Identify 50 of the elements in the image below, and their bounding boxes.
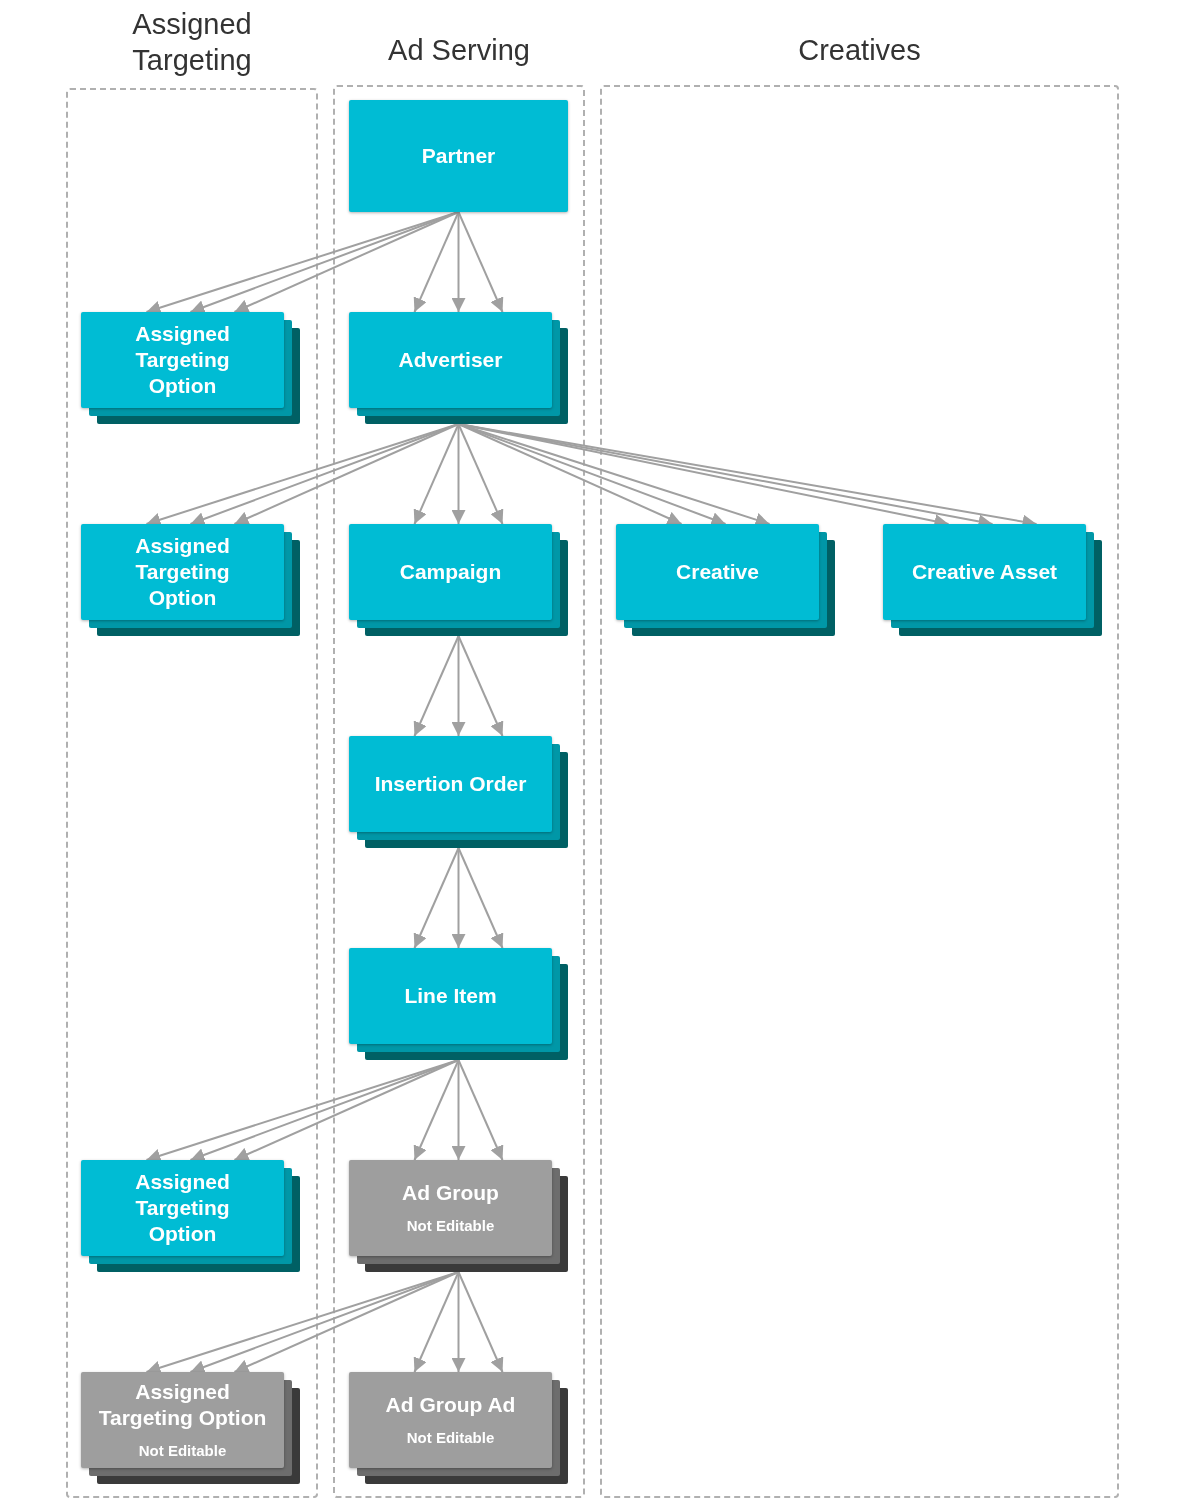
- group-title: Creatives: [797, 33, 922, 68]
- entity-box: [349, 100, 568, 212]
- entity-name: Insertion Order: [373, 771, 528, 797]
- arrow: [413, 1271, 460, 1373]
- stacked-entity-box: [81, 1372, 300, 1484]
- stacked-entity-box: [349, 524, 568, 636]
- entity-name: Line Item: [403, 983, 498, 1009]
- arrow: [413, 1059, 460, 1161]
- entity-name: Ad Group Ad: [384, 1392, 517, 1418]
- group-title: Ad Serving: [387, 33, 531, 68]
- arrow: [457, 635, 504, 737]
- status-note: Not Editable: [138, 1441, 227, 1461]
- stacked-entity-box: [349, 736, 568, 848]
- entity-name: Advertiser: [397, 347, 504, 373]
- stacked-entity-box: [349, 1372, 568, 1484]
- status-note: Not Editable: [406, 1216, 495, 1236]
- arrow: [457, 1059, 504, 1161]
- arrow: [413, 423, 460, 525]
- arrow: [457, 211, 504, 313]
- stacked-entity-box: [349, 948, 568, 1060]
- entity-name: Campaign: [398, 559, 503, 585]
- entity-name: Assigned Targeting Option: [134, 1169, 231, 1247]
- entity-name: Assigned Targeting Option: [134, 533, 231, 611]
- arrow: [451, 211, 466, 313]
- arrow: [457, 847, 504, 949]
- arrow: [451, 635, 466, 737]
- arrow: [451, 1271, 466, 1373]
- arrow: [457, 1271, 504, 1373]
- stacked-entity-box: [81, 1160, 300, 1272]
- stacked-entity-box: [81, 312, 300, 424]
- stacked-entity-box: [883, 524, 1102, 636]
- stacked-entity-box: [349, 312, 568, 424]
- entity-name: Assigned Targeting Option: [134, 321, 231, 399]
- arrow: [451, 847, 466, 949]
- arrow: [413, 635, 460, 737]
- arrow: [413, 847, 460, 949]
- arrow: [457, 423, 504, 525]
- arrow: [413, 211, 460, 313]
- entity-name: Ad Group: [401, 1180, 500, 1206]
- stacked-entity-box: [616, 524, 835, 636]
- stacked-entity-box: [349, 1160, 568, 1272]
- entity-name: Creative: [675, 559, 760, 585]
- entity-name: Creative Asset: [910, 559, 1059, 585]
- entity-name: Partner: [420, 143, 497, 169]
- group-title: Assigned Targeting: [131, 7, 253, 78]
- entity-name: Assigned Targeting Option: [97, 1379, 268, 1431]
- stacked-entity-box: [81, 524, 300, 636]
- arrow: [451, 1059, 466, 1161]
- arrow: [451, 423, 466, 525]
- status-note: Not Editable: [406, 1428, 495, 1448]
